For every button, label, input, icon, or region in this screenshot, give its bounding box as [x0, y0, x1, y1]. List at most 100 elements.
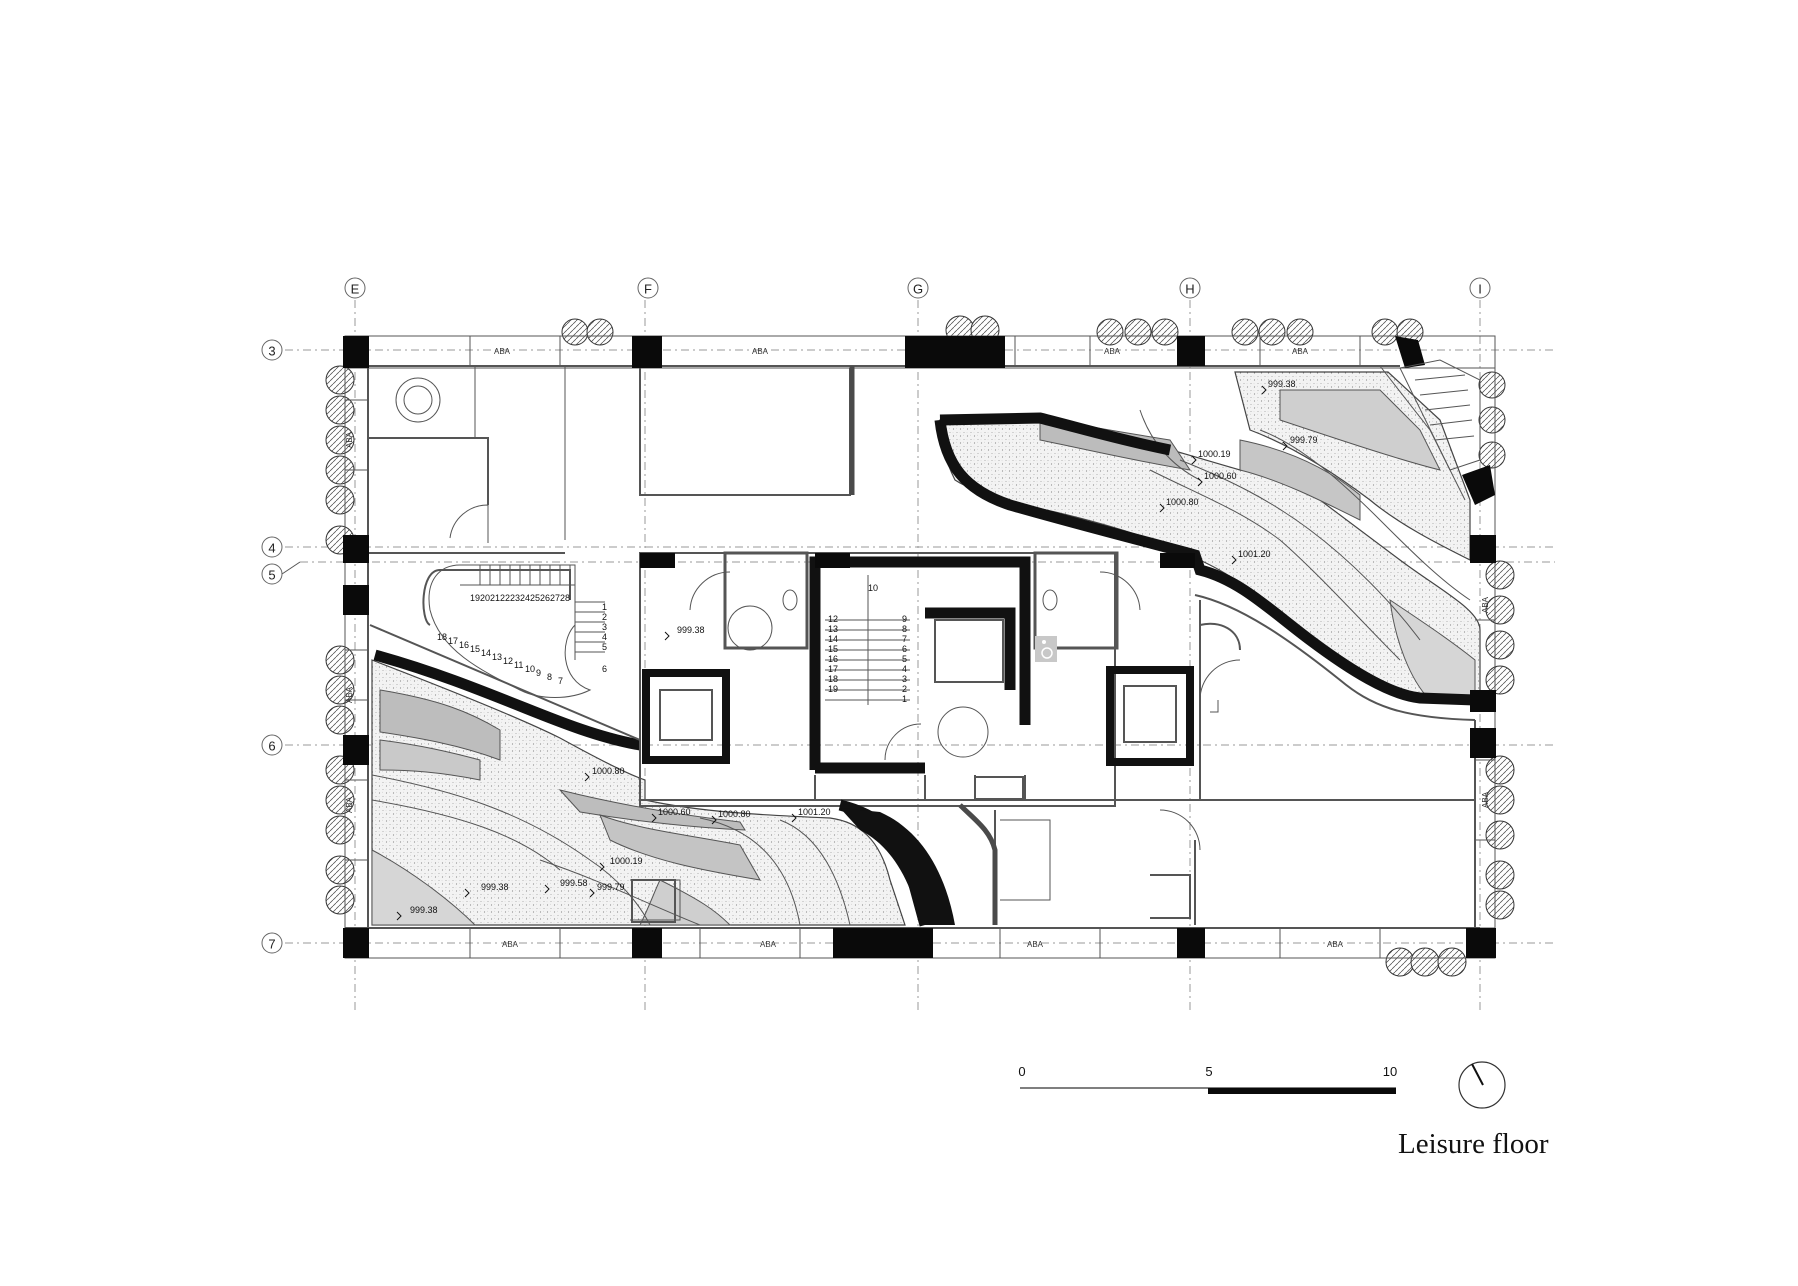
east-curved-wall-top [939, 412, 1172, 456]
stair-step-number: 8 [547, 672, 552, 682]
wc-east [1033, 551, 1119, 650]
level-value: 999.38 [481, 882, 509, 892]
grid-label-e: E [351, 282, 360, 297]
facade-label-west-2: ABA [345, 686, 354, 703]
tree-icon [1485, 755, 1515, 785]
tree-icon [325, 645, 355, 675]
wc-west [723, 551, 809, 650]
column-i4 [1462, 465, 1495, 505]
level-value: 1001.20 [1238, 549, 1271, 559]
tree-icon [1485, 785, 1515, 815]
facade-label-north-2: ABA [752, 347, 769, 356]
grid-label-7: 7 [268, 937, 275, 952]
east-terrace-contour-2 [1179, 459, 1421, 641]
column-i7 [1466, 928, 1496, 958]
level-tag: 1000.80 [1159, 497, 1199, 513]
wc-west-turn-circle [727, 605, 773, 651]
level-value: 1001.20 [798, 807, 831, 817]
lift-east [1106, 666, 1194, 766]
facade-label-north-4: ABA [1292, 347, 1309, 356]
lift-west [642, 669, 730, 764]
facade-label-west-3: ABA [345, 796, 354, 813]
south-ramp-rail [1000, 819, 1051, 901]
tree-icon [1485, 560, 1515, 590]
tree-icon [325, 485, 355, 515]
ne-ramp-edge [1379, 365, 1466, 501]
tree-icon [1437, 947, 1467, 977]
west-stair-outline [428, 564, 592, 698]
west-terrace [371, 659, 906, 926]
grid-bubble-4 [261, 536, 283, 558]
perimeter-trees [325, 315, 1515, 977]
core-turn-circle [937, 706, 989, 758]
tree-icon [1151, 318, 1179, 346]
stair-step-number: 15 [828, 644, 838, 654]
west-stair-treads-right [575, 601, 605, 653]
core-door-swing [884, 723, 922, 761]
facade-label-south-3: ABA [1027, 940, 1044, 949]
level-tag: 1000.80 [584, 766, 625, 782]
west-stair-treads [479, 565, 571, 585]
column-h3 [1177, 336, 1205, 366]
level-tag: 999.79 [589, 882, 625, 898]
stair-step-number: 12 [503, 656, 513, 666]
stair-step-number: 16 [459, 640, 469, 650]
column-e7 [343, 928, 369, 958]
core-stair-wall [809, 556, 1031, 770]
column-core-3 [815, 553, 850, 568]
tree-icon [561, 318, 589, 346]
tree-icon [1124, 318, 1152, 346]
stair-step-number: 20 [480, 593, 490, 603]
level-tag: 999.38 [464, 882, 509, 898]
south-corridor-wall [958, 803, 998, 925]
south-mullions [469, 928, 1381, 958]
central-north-block [639, 366, 851, 496]
level-value: 999.38 [677, 625, 705, 635]
level-tag: 1000.19 [1191, 449, 1231, 465]
tree-icon [1478, 371, 1506, 399]
grid-label-5: 5 [268, 568, 275, 583]
west-stair [428, 564, 605, 698]
tree-icon [1485, 820, 1515, 850]
level-value: 1000.19 [1198, 449, 1231, 459]
grid-bubble-7 [261, 932, 283, 954]
stair-step-number: 9 [536, 668, 541, 678]
tree-icon [1485, 630, 1515, 660]
tree-icon [325, 675, 355, 705]
tree-icon [1478, 441, 1506, 469]
scale-label-5: 5 [1205, 1064, 1212, 1079]
stair-step-number: 8 [902, 624, 907, 634]
stair-step-number: 4 [902, 664, 907, 674]
facade-label-north-3: ABA [1104, 347, 1121, 356]
column-f3 [632, 336, 662, 368]
ceiling-fan-inner [403, 385, 433, 415]
nw-partition [474, 366, 566, 540]
level-value: 999.79 [1290, 435, 1318, 445]
grid-bubble-e [344, 277, 366, 299]
stair-step-number: 14 [828, 634, 838, 644]
core-outline [639, 552, 1116, 807]
stair-step-number: 2 [902, 684, 907, 694]
west-curved-wall [373, 649, 641, 751]
column-e6 [343, 735, 369, 765]
level-tag: 999.58 [544, 878, 588, 894]
core-stair [825, 575, 910, 705]
grid-label-4: 4 [268, 541, 275, 556]
stair-step-number: 28 [560, 593, 570, 603]
grid-label-f: F [644, 282, 652, 297]
stair-step-number: 10 [525, 664, 535, 674]
facade-label-west-1: ABA [345, 431, 354, 448]
grid-label-6: 6 [268, 739, 275, 754]
stair-step-number: 7 [558, 676, 563, 686]
level-value: 1000.80 [1166, 497, 1199, 507]
level-tag: 1001.20 [1231, 549, 1271, 565]
level-value: 1000.19 [610, 856, 643, 866]
scale-label-0: 0 [1018, 1064, 1025, 1079]
column-i6b [1470, 690, 1496, 712]
level-value: 999.79 [597, 882, 625, 892]
south-ramp-box-east [1150, 874, 1191, 919]
level-value: 999.58 [560, 878, 588, 888]
east-terrace-band-3 [1279, 389, 1441, 471]
stair-step-number: 1 [602, 602, 607, 612]
facade-label-east-2: ABA [1481, 791, 1490, 808]
